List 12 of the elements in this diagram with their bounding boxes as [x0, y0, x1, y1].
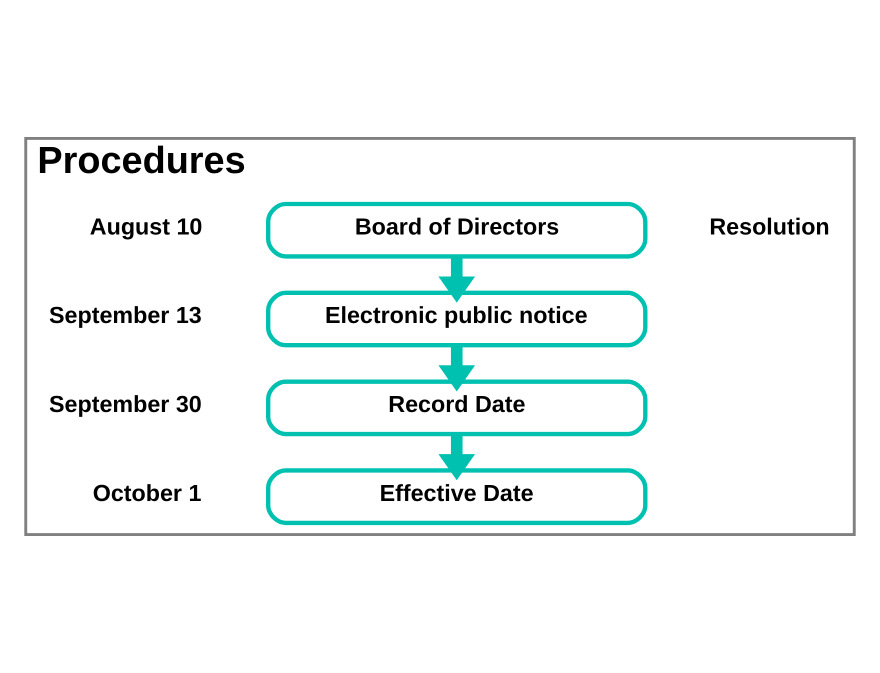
node-label: September 30	[49, 390, 202, 417]
node-label: September 13	[49, 302, 202, 328]
arrow	[438, 434, 476, 480]
arrow	[438, 256, 476, 303]
node-label: October 1	[92, 480, 202, 506]
node-box: Effective Date	[266, 468, 648, 526]
node-box: Record Date	[266, 379, 648, 436]
node-box: Board of Directors	[266, 202, 648, 259]
node-label: Resolution	[709, 213, 830, 240]
arrow	[438, 345, 476, 392]
node-box: Electronic public notice	[266, 290, 648, 348]
node-label: August 10	[90, 213, 202, 240]
